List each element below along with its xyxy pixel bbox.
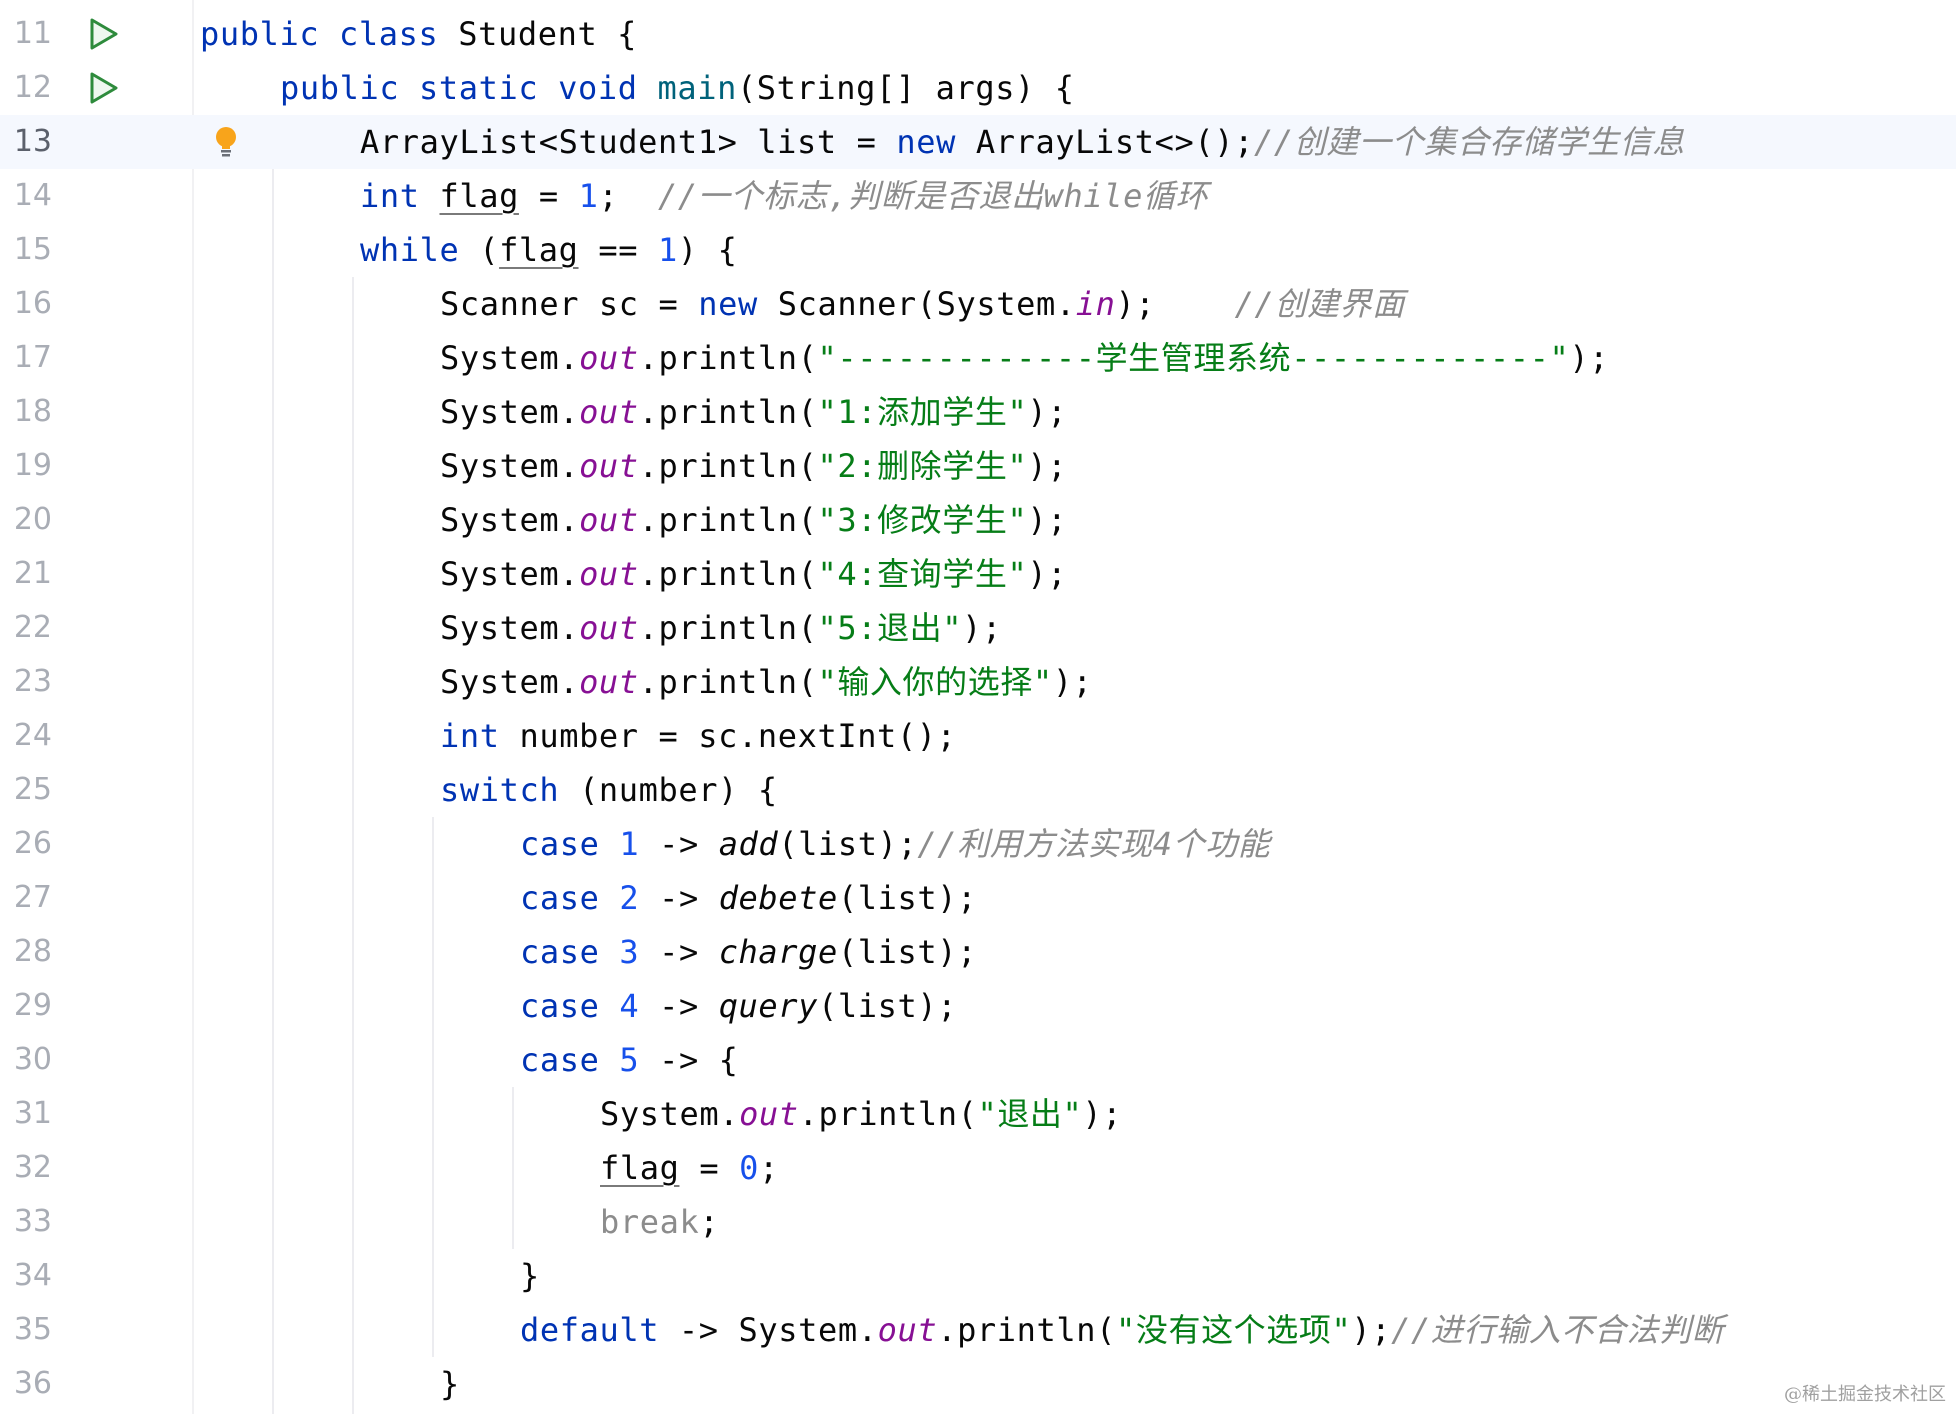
- line-number: 34: [13, 1258, 52, 1293]
- code-line[interactable]: 12 public static void main(String[] args…: [0, 61, 1956, 115]
- code-line[interactable]: 19 System.out.println("2:删除学生");: [0, 439, 1956, 493]
- code-text: case 3 -> charge(list);: [520, 933, 977, 971]
- line-number: 33: [13, 1204, 52, 1239]
- code-line[interactable]: 20 System.out.println("3:修改学生");: [0, 493, 1956, 547]
- code-line-current[interactable]: 13 ArrayList<Student1> list = new ArrayL…: [0, 115, 1956, 169]
- line-number: 20: [13, 502, 52, 537]
- line-number: 21: [13, 556, 52, 591]
- code-text: int flag = 1; //一个标志,判断是否退出while循环: [360, 177, 1209, 215]
- line-number: 22: [13, 610, 52, 645]
- line-number: 11: [13, 16, 52, 51]
- indent-guide: [352, 277, 354, 1414]
- code-line[interactable]: 27 case 2 -> debete(list);: [0, 871, 1956, 925]
- code-text: case 2 -> debete(list);: [520, 879, 977, 917]
- code-text: }: [520, 1257, 540, 1295]
- code-text: case 1 -> add(list);//利用方法实现4个功能: [520, 825, 1271, 863]
- code-text: System.out.println("4:查询学生");: [440, 555, 1068, 593]
- code-line[interactable]: 16 Scanner sc = new Scanner(System.in); …: [0, 277, 1956, 331]
- line-number: 30: [13, 1042, 52, 1077]
- line-number: 14: [13, 178, 52, 213]
- code-line[interactable]: 33 break;: [0, 1195, 1956, 1249]
- code-text: case 4 -> query(list);: [520, 987, 958, 1025]
- code-text: break;: [600, 1203, 720, 1241]
- code-line[interactable]: 30 case 5 -> {: [0, 1033, 1956, 1087]
- line-number: 24: [13, 718, 52, 753]
- code-line[interactable]: 35 default -> System.out.println("没有这个选项…: [0, 1303, 1956, 1357]
- code-line[interactable]: 29 case 4 -> query(list);: [0, 979, 1956, 1033]
- code-line[interactable]: 21 System.out.println("4:查询学生");: [0, 547, 1956, 601]
- code-text: System.out.println("退出");: [600, 1095, 1123, 1133]
- run-icon[interactable]: [86, 71, 120, 105]
- code-text: System.out.println("5:退出");: [440, 609, 1002, 647]
- code-line[interactable]: 18 System.out.println("1:添加学生");: [0, 385, 1956, 439]
- line-number: 31: [13, 1096, 52, 1131]
- code-text: switch (number) {: [440, 771, 778, 809]
- line-number: 23: [13, 664, 52, 699]
- code-text: System.out.println("3:修改学生");: [440, 501, 1068, 539]
- code-text: System.out.println("1:添加学生");: [440, 393, 1068, 431]
- line-number: 27: [13, 880, 52, 915]
- code-line[interactable]: 17 System.out.println("-------------学生管理…: [0, 331, 1956, 385]
- code-text: int number = sc.nextInt();: [440, 717, 957, 755]
- code-text: flag = 0;: [600, 1149, 779, 1187]
- lightbulb-icon[interactable]: [214, 126, 238, 158]
- gutter-divider: [192, 0, 194, 1414]
- line-number: 19: [13, 448, 52, 483]
- line-number: 13: [13, 124, 52, 159]
- line-number: 28: [13, 934, 52, 969]
- code-text: while (flag == 1) {: [360, 231, 738, 269]
- code-line[interactable]: 11 public class Student {: [0, 7, 1956, 61]
- code-line[interactable]: 32 flag = 0;: [0, 1141, 1956, 1195]
- code-text: default -> System.out.println("没有这个选项");…: [520, 1311, 1725, 1349]
- line-number: 12: [13, 70, 52, 105]
- code-text: public static void main(String[] args) {: [280, 69, 1075, 107]
- code-text: Scanner sc = new Scanner(System.in); //创…: [440, 285, 1405, 323]
- code-line[interactable]: 26 case 1 -> add(list);//利用方法实现4个功能: [0, 817, 1956, 871]
- line-number: 25: [13, 772, 52, 807]
- code-line[interactable]: 28 case 3 -> charge(list);: [0, 925, 1956, 979]
- code-text: public class Student {: [200, 15, 638, 53]
- watermark: @稀土掘金技术社区: [1784, 1384, 1946, 1405]
- code-line[interactable]: 25 switch (number) {: [0, 763, 1956, 817]
- code-text: System.out.println("输入你的选择");: [440, 663, 1093, 701]
- code-text: ArrayList<Student1> list = new ArrayList…: [360, 123, 1685, 161]
- code-text: case 5 -> {: [520, 1041, 739, 1079]
- indent-guide: [512, 1087, 514, 1249]
- code-editor[interactable]: 11 public class Student { 12 public stat…: [0, 7, 1956, 1411]
- code-line[interactable]: 34 }: [0, 1249, 1956, 1303]
- code-line[interactable]: 24 int number = sc.nextInt();: [0, 709, 1956, 763]
- indent-guide: [432, 817, 434, 1357]
- line-number: 16: [13, 286, 52, 321]
- line-number: 35: [13, 1312, 52, 1347]
- code-line[interactable]: 14 int flag = 1; //一个标志,判断是否退出while循环: [0, 169, 1956, 223]
- code-line[interactable]: 36 }: [0, 1357, 1956, 1411]
- line-number: 26: [13, 826, 52, 861]
- code-text: System.out.println("-------------学生管理系统-…: [440, 339, 1610, 377]
- code-text: }: [440, 1365, 460, 1403]
- line-number: 32: [13, 1150, 52, 1185]
- code-line[interactable]: 31 System.out.println("退出");: [0, 1087, 1956, 1141]
- code-line[interactable]: 22 System.out.println("5:退出");: [0, 601, 1956, 655]
- code-line[interactable]: 23 System.out.println("输入你的选择");: [0, 655, 1956, 709]
- line-number: 15: [13, 232, 52, 267]
- line-number: 36: [13, 1366, 52, 1401]
- code-line[interactable]: 15 while (flag == 1) {: [0, 223, 1956, 277]
- line-number: 17: [13, 340, 52, 375]
- line-number: 29: [13, 988, 52, 1023]
- indent-guide: [272, 115, 274, 1414]
- run-icon[interactable]: [86, 17, 120, 51]
- line-number: 18: [13, 394, 52, 429]
- code-text: System.out.println("2:删除学生");: [440, 447, 1068, 485]
